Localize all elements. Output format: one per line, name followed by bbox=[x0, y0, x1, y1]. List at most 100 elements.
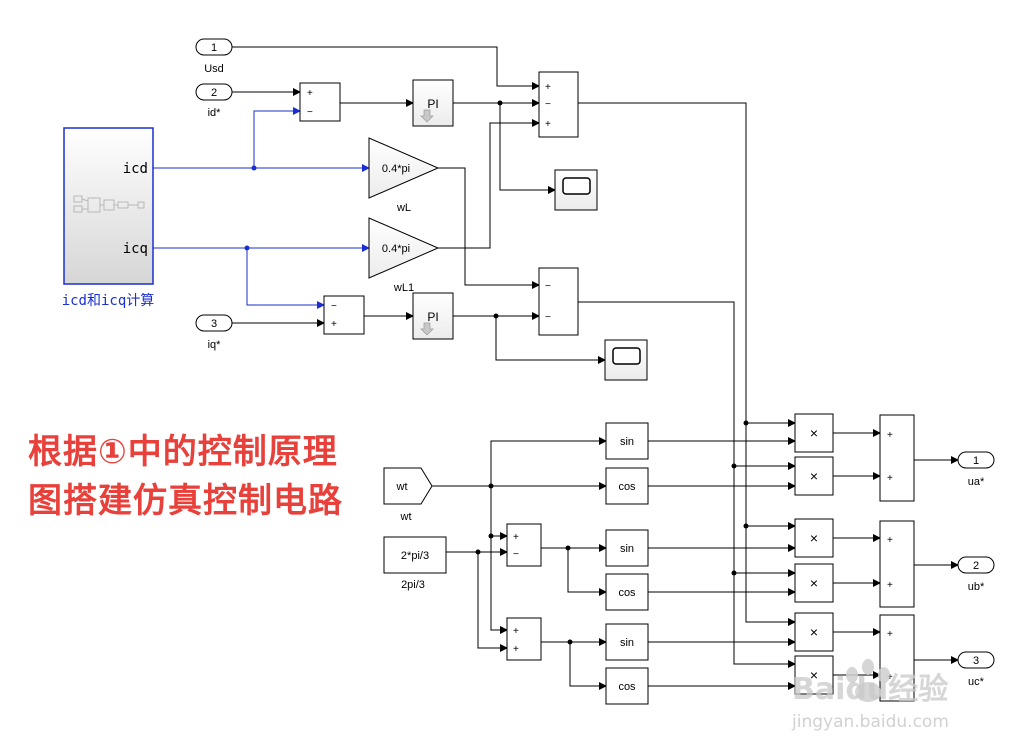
constant-2pi-3[interactable]: 2*pi/3 2pi/3 bbox=[383, 536, 447, 591]
trig-cos-b[interactable]: cos bbox=[605, 573, 649, 611]
outport-number: 3 bbox=[973, 655, 979, 667]
wt-tag-name: wt bbox=[400, 511, 412, 523]
outport-uc[interactable]: 3 uc* bbox=[957, 651, 995, 688]
sum-wt-plus-2pi3[interactable]: + + bbox=[506, 617, 542, 661]
sum-sign-minus: − bbox=[307, 107, 313, 118]
gain-name: wL bbox=[396, 202, 411, 214]
subsystem-icd-icq[interactable]: icd icq icd和icq计算 bbox=[62, 127, 155, 309]
sum-iq-error[interactable]: − + bbox=[323, 295, 365, 335]
sum-sign-minus: − bbox=[545, 312, 551, 323]
blue-signal-lines bbox=[153, 107, 370, 309]
pi-controller-q[interactable]: PI bbox=[412, 292, 454, 340]
sum-sign-minus: − bbox=[545, 99, 551, 110]
sum-sign-minus: − bbox=[331, 301, 337, 312]
trig-label: sin bbox=[620, 436, 634, 448]
caption-line-2: 图搭建仿真控制电路 bbox=[28, 481, 343, 521]
gain-name: wL1 bbox=[393, 282, 414, 294]
multiply-icon: × bbox=[810, 575, 818, 591]
trig-cos-a[interactable]: cos bbox=[605, 467, 649, 505]
sum-sign-plus: + bbox=[887, 629, 893, 640]
sum-sign-plus: + bbox=[887, 430, 893, 441]
product-block-5[interactable]: × bbox=[794, 612, 834, 652]
outport-number: 1 bbox=[973, 455, 979, 467]
outport-label: ua* bbox=[968, 476, 985, 488]
junction-dots bbox=[475, 100, 749, 645]
sum-sign-plus: + bbox=[331, 319, 337, 330]
watermark-brand: Baidu经验 bbox=[792, 672, 949, 707]
sum-sign-plus: + bbox=[545, 82, 551, 93]
gain-wL1[interactable]: 0.4*pi wL1 bbox=[368, 217, 440, 294]
scope-block-2[interactable] bbox=[604, 339, 648, 381]
inport-number: 3 bbox=[211, 318, 217, 330]
product-block-2[interactable]: × bbox=[794, 456, 834, 496]
watermark-url: jingyan.baidu.com bbox=[792, 712, 949, 732]
sum-sign-minus: − bbox=[513, 549, 519, 560]
gain-expression: 0.4*pi bbox=[382, 243, 410, 255]
scope-screen-icon bbox=[562, 177, 591, 195]
inport-iq-ref[interactable]: 3 iq* bbox=[195, 314, 233, 351]
baidu-paw-icon bbox=[846, 659, 890, 702]
inport-number: 2 bbox=[211, 87, 217, 99]
sum-ub[interactable]: + + bbox=[879, 520, 915, 608]
signal-lines bbox=[232, 46, 959, 690]
scope-block-1[interactable] bbox=[554, 169, 598, 211]
sum-id-error[interactable]: + − bbox=[299, 82, 341, 122]
multiply-icon: × bbox=[810, 530, 818, 546]
inport-usd[interactable]: 1 Usd bbox=[195, 38, 233, 75]
sum-ud-voltage[interactable]: + − + bbox=[538, 71, 579, 138]
sum-sign-plus: + bbox=[887, 535, 893, 546]
sum-uq-voltage[interactable]: − − bbox=[538, 267, 579, 336]
sum-sign-plus: + bbox=[513, 644, 519, 655]
inport-id-ref[interactable]: 2 id* bbox=[195, 83, 233, 119]
sum-sign-plus: + bbox=[545, 119, 551, 130]
gain-wL[interactable]: 0.4*pi wL bbox=[368, 137, 440, 214]
outport-number: 2 bbox=[973, 560, 979, 572]
trig-label: cos bbox=[618, 587, 636, 599]
wt-from-tag[interactable]: wt wt bbox=[383, 467, 433, 523]
subsystem-name: icd和icq计算 bbox=[62, 293, 155, 309]
trig-label: cos bbox=[618, 481, 636, 493]
inport-number: 1 bbox=[211, 42, 217, 54]
pi-controller-d[interactable]: PI bbox=[412, 79, 454, 127]
wt-tag-label: wt bbox=[396, 481, 408, 493]
pi-label: PI bbox=[427, 97, 438, 111]
blue-junction-dots bbox=[244, 165, 257, 251]
trig-label: cos bbox=[618, 681, 636, 693]
multiply-icon: × bbox=[810, 624, 818, 640]
trig-sin-c[interactable]: sin bbox=[605, 623, 649, 661]
product-block-1[interactable]: × bbox=[794, 413, 834, 453]
sum-ua[interactable]: + + bbox=[879, 414, 915, 502]
outport-label: uc* bbox=[968, 676, 985, 688]
trig-sin-b[interactable]: sin bbox=[605, 529, 649, 567]
trig-label: sin bbox=[620, 637, 634, 649]
trig-label: sin bbox=[620, 543, 634, 555]
outport-ua[interactable]: 1 ua* bbox=[957, 451, 995, 488]
outport-ub[interactable]: 2 ub* bbox=[957, 556, 995, 593]
pi-down-arrow-icon bbox=[420, 322, 434, 336]
sum-sign-plus: + bbox=[513, 626, 519, 637]
sum-sign-plus: + bbox=[307, 88, 313, 99]
subsystem-port-icq: icq bbox=[123, 241, 148, 257]
trig-cos-c[interactable]: cos bbox=[605, 667, 649, 705]
product-block-4[interactable]: × bbox=[794, 563, 834, 603]
sum-wt-minus-2pi3[interactable]: + − bbox=[506, 523, 542, 567]
sum-sign-plus: + bbox=[887, 473, 893, 484]
sum-sign-minus: − bbox=[545, 281, 551, 292]
pi-down-arrow-icon bbox=[420, 109, 434, 123]
subsystem-thumbnail-icon bbox=[73, 195, 145, 213]
constant-name: 2pi/3 bbox=[401, 579, 425, 591]
sum-sign-plus: + bbox=[887, 580, 893, 591]
inport-label: Usd bbox=[204, 63, 224, 75]
inport-label: iq* bbox=[208, 339, 222, 351]
multiply-icon: × bbox=[810, 667, 818, 683]
scope-screen-icon bbox=[612, 347, 641, 365]
outport-label: ub* bbox=[968, 581, 985, 593]
sum-uc[interactable]: + + bbox=[879, 614, 915, 702]
product-block-6[interactable]: × bbox=[794, 655, 834, 695]
multiply-icon: × bbox=[810, 468, 818, 484]
inport-label: id* bbox=[208, 107, 222, 119]
product-block-3[interactable]: × bbox=[794, 518, 834, 558]
trig-sin-a[interactable]: sin bbox=[605, 422, 649, 460]
pi-label: PI bbox=[427, 310, 438, 324]
